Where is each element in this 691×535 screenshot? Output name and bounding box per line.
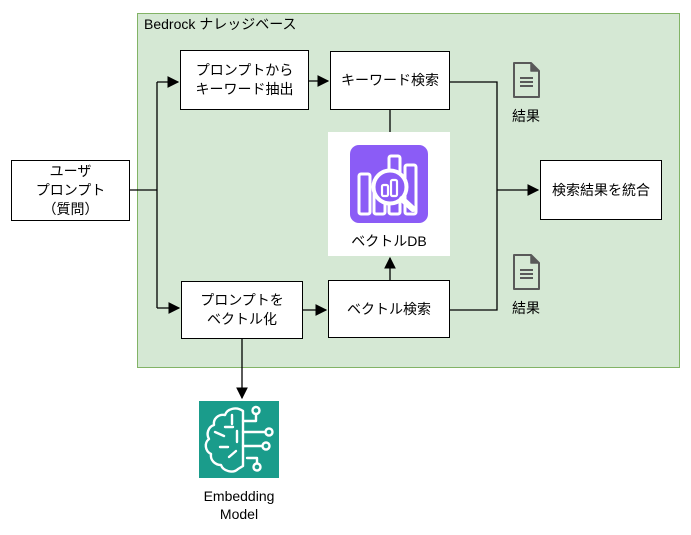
brain-circuit-icon xyxy=(199,401,279,483)
result-bottom-group: 結果 xyxy=(504,254,548,317)
node-keyword-search: キーワード検索 xyxy=(330,51,450,110)
node-extract-keywords: プロンプトから キーワード抽出 xyxy=(180,50,309,110)
node-merge-results: 検索結果を統合 xyxy=(540,160,662,220)
node-embedding-model: Embedding Model xyxy=(169,401,309,523)
node-user-prompt: ユーザ プロンプト （質問） xyxy=(11,160,130,221)
result-top-group: 結果 xyxy=(504,62,548,125)
vector-db-label: ベクトルDB xyxy=(351,233,427,249)
document-icon xyxy=(511,62,541,103)
result-top-label: 結果 xyxy=(512,108,540,124)
vector-db-search-icon xyxy=(350,145,428,228)
embedding-model-label: Embedding Model xyxy=(203,488,275,522)
document-icon xyxy=(511,254,541,295)
node-vectorize-prompt: プロンプトを ベクトル化 xyxy=(181,281,303,339)
node-vector-db: ベクトルDB xyxy=(328,132,450,256)
result-bottom-label: 結果 xyxy=(512,300,540,316)
node-vector-search: ベクトル検索 xyxy=(328,280,450,338)
container-title: Bedrock ナレッジベース xyxy=(144,16,297,32)
